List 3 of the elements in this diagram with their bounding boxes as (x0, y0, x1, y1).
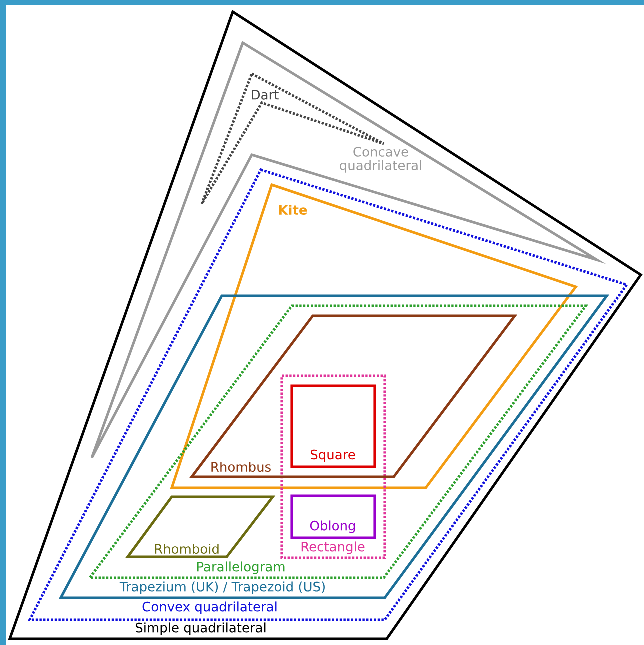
region-outline: Square (290, 384, 376, 468)
region-outline: Oblong (290, 494, 376, 540)
region-outline: Simple quadrilateral (136, 622, 266, 636)
